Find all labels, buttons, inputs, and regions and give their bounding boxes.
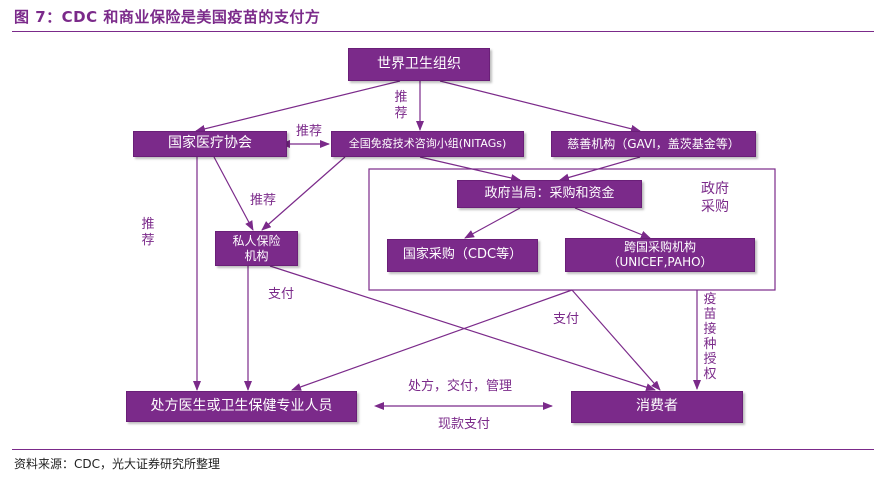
label-pay-insurance: 支付 [268, 287, 295, 302]
label-cash-payment: 现款支付 [438, 417, 491, 432]
label-pay-gov: 支付 [553, 312, 580, 327]
label-recommend-assoc-nitags: 推荐 [296, 124, 323, 139]
edge-nitags-to-insurance [261, 156, 346, 231]
edge-who-to-charity [439, 80, 641, 133]
node-national-medical-association: 国家医疗协会 [133, 131, 287, 157]
label-gov-procurement-group: 政府 采购 [701, 181, 729, 216]
title-divider [12, 31, 874, 32]
edge-gov-to-intl [574, 207, 651, 239]
node-gov-authority: 政府当局：采购和资金 [457, 180, 642, 208]
edge-nitags-to-gov [419, 156, 521, 182]
edge-gov-pay-professionals [291, 289, 573, 391]
node-private-insurance: 私人保险 机构 [215, 231, 298, 266]
node-health-professionals: 处方医生或卫生保健专业人员 [126, 391, 357, 422]
figure-title: 图 7：CDC 和商业保险是美国疫苗的支付方 [14, 8, 321, 26]
node-intl-procurement: 跨国采购机构 （UNICEF,PAHO） [565, 238, 755, 272]
edge-assoc-to-insurance [213, 156, 254, 231]
node-charity: 慈善机构（GAVI，盖茨基金等） [551, 131, 756, 157]
edge-insurance-pay-consumers [269, 265, 656, 392]
node-national-procurement: 国家采购（CDC等） [387, 239, 538, 272]
edge-gov-to-national [464, 207, 521, 239]
label-vaccination-auth: 疫苗接种授权 [703, 292, 717, 382]
footer-divider [12, 449, 874, 450]
node-who: 世界卫生组织 [348, 48, 490, 81]
edge-charity-to-gov [559, 156, 641, 182]
label-recommend-to-insurance: 推荐 [250, 193, 277, 208]
edge-gov-pay-consumers [571, 289, 661, 391]
node-nitags: 全国免疫技术咨询小组(NITAGs) [331, 131, 524, 157]
edge-who-to-assoc [195, 80, 401, 133]
node-consumers: 消费者 [571, 391, 743, 423]
source-note: 资料来源：CDC，光大证券研究所整理 [14, 457, 220, 471]
label-recommend-who: 推荐 [394, 90, 408, 121]
label-recommend-left: 推荐 [141, 217, 155, 248]
label-prescribe-deliver-manage: 处方，交付，管理 [408, 379, 513, 394]
